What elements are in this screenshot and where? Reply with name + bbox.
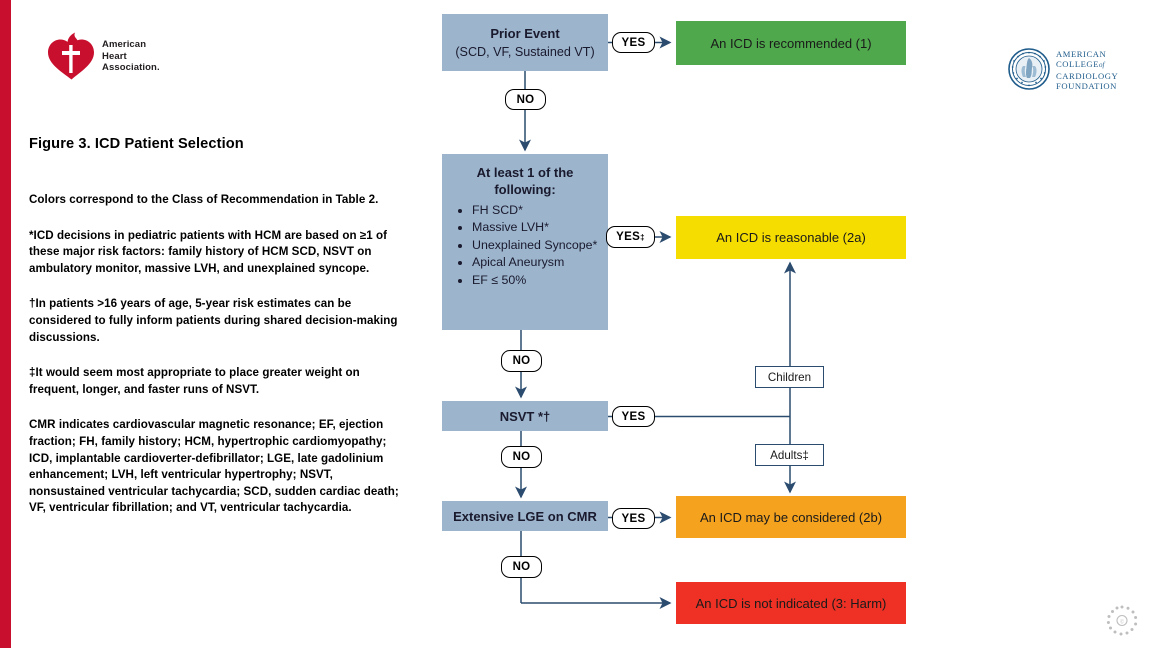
edge-label-text: YES xyxy=(616,231,641,243)
edge-label-no-lge[interactable]: NO xyxy=(501,556,542,578)
edge-label-text: YES xyxy=(621,512,646,525)
list-item: EF ≤ 50% xyxy=(472,272,602,289)
aha-logo: American Heart Association. xyxy=(45,30,205,88)
note-asterisk: *ICD decisions in pediatric patients wit… xyxy=(29,228,388,275)
svg-text:©: © xyxy=(1120,619,1125,626)
decision-lge-label: Extensive LGE on CMR xyxy=(453,508,597,524)
decision-criteria-list: FH SCD* Massive LVH* Unexplained Syncope… xyxy=(442,202,608,289)
acc-wordmark-line4: FOUNDATION xyxy=(1056,81,1117,92)
aha-wordmark-line2: Heart xyxy=(102,50,127,62)
branch-children[interactable]: Children xyxy=(755,366,824,388)
aha-wordmark-line1: American xyxy=(102,39,147,50)
outcome-icd-may-be-considered-label: An ICD may be considered (2b) xyxy=(699,509,883,525)
outcome-icd-recommended[interactable]: An ICD is recommended (1) xyxy=(676,21,906,65)
edge-label-yes-prior-event[interactable]: YES xyxy=(612,32,655,53)
edge-label-text: NO xyxy=(512,355,531,367)
aha-heart-torch-icon xyxy=(48,32,94,80)
edge-label-superscript: ‡ xyxy=(640,232,645,242)
acc-wordmark-line2: COLLEGEof xyxy=(1056,59,1105,70)
acc-logo: AMERICAN COLLEGEof CARDIOLOGY FOUNDATION xyxy=(1008,48,1140,92)
decision-at-least-one-criteria[interactable]: At least 1 of the following: FH SCD* Mas… xyxy=(442,154,608,330)
aha-wordmark: American Heart Association. xyxy=(102,39,160,74)
page-title: Figure 3. ICD Patient Selection xyxy=(29,136,244,152)
edge-label-no-prior-event[interactable]: NO xyxy=(505,89,546,110)
branch-adults-label: Adults‡ xyxy=(770,448,809,462)
list-item: Massive LVH* xyxy=(472,219,602,236)
acc-wordmark-line1: AMERICAN xyxy=(1056,49,1107,59)
outcome-icd-not-indicated[interactable]: An ICD is not indicated (3: Harm) xyxy=(676,582,906,624)
note-double-dagger: ‡It would seem most appropriate to place… xyxy=(29,366,360,396)
edge-label-text: YES xyxy=(621,410,646,423)
outcome-icd-not-indicated-label: An ICD is not indicated (3: Harm) xyxy=(695,595,887,611)
decision-prior-event-title: Prior Event xyxy=(490,25,560,41)
list-item: FH SCD* xyxy=(472,202,602,219)
decision-prior-event[interactable]: Prior Event (SCD, VF, Sustained VT) xyxy=(442,14,608,71)
acc-wordmark-line3: CARDIOLOGY xyxy=(1056,70,1119,81)
aha-wordmark-line3: Association. xyxy=(102,62,160,73)
edge-label-yes-criteria[interactable]: YES‡ xyxy=(606,226,655,248)
outcome-icd-reasonable[interactable]: An ICD is reasonable (2a) xyxy=(676,216,906,259)
circular-watermark-icon: © xyxy=(1106,605,1138,636)
edge-label-text: YES xyxy=(621,36,646,49)
decision-nsvt[interactable]: NSVT *† xyxy=(442,401,608,431)
note-dagger: †In patients >16 years of age, 5-year ri… xyxy=(29,297,398,344)
note-abbreviations: CMR indicates cardiovascular magnetic re… xyxy=(29,418,399,515)
acc-wordmark: AMERICAN COLLEGEof CARDIOLOGY FOUNDATION xyxy=(1056,49,1118,92)
outcome-icd-may-be-considered[interactable]: An ICD may be considered (2b) xyxy=(676,496,906,538)
edge-label-text: NO xyxy=(512,451,531,463)
decision-prior-event-subtitle: (SCD, VF, Sustained VT) xyxy=(455,44,595,59)
edge-label-no-criteria[interactable]: NO xyxy=(501,350,542,372)
decision-criteria-title: At least 1 of the following: xyxy=(476,165,574,197)
list-item: Apical Aneurysm xyxy=(472,254,602,271)
edge-label-text: NO xyxy=(512,561,531,573)
decision-extensive-lge-on-cmr[interactable]: Extensive LGE on CMR xyxy=(442,501,608,531)
edge-label-yes-lge[interactable]: YES xyxy=(612,508,655,529)
decision-nsvt-label: NSVT *† xyxy=(499,408,551,424)
list-item: Unexplained Syncope* xyxy=(472,237,602,254)
figure-text-column: Figure 3. ICD Patient Selection Colors c… xyxy=(29,136,404,517)
acc-seal-icon xyxy=(1008,48,1050,90)
outcome-icd-recommended-label: An ICD is recommended (1) xyxy=(710,35,872,51)
edge-label-no-nsvt[interactable]: NO xyxy=(501,446,542,468)
outcome-icd-reasonable-label: An ICD is reasonable (2a) xyxy=(716,230,866,245)
branch-adults[interactable]: Adults‡ xyxy=(755,444,824,466)
note-colors: Colors correspond to the Class of Recomm… xyxy=(29,193,379,206)
edge-label-yes-nsvt[interactable]: YES xyxy=(612,406,655,427)
left-accent-stripe xyxy=(0,0,11,648)
edge-label-text: NO xyxy=(516,93,535,106)
branch-children-label: Children xyxy=(767,370,812,384)
